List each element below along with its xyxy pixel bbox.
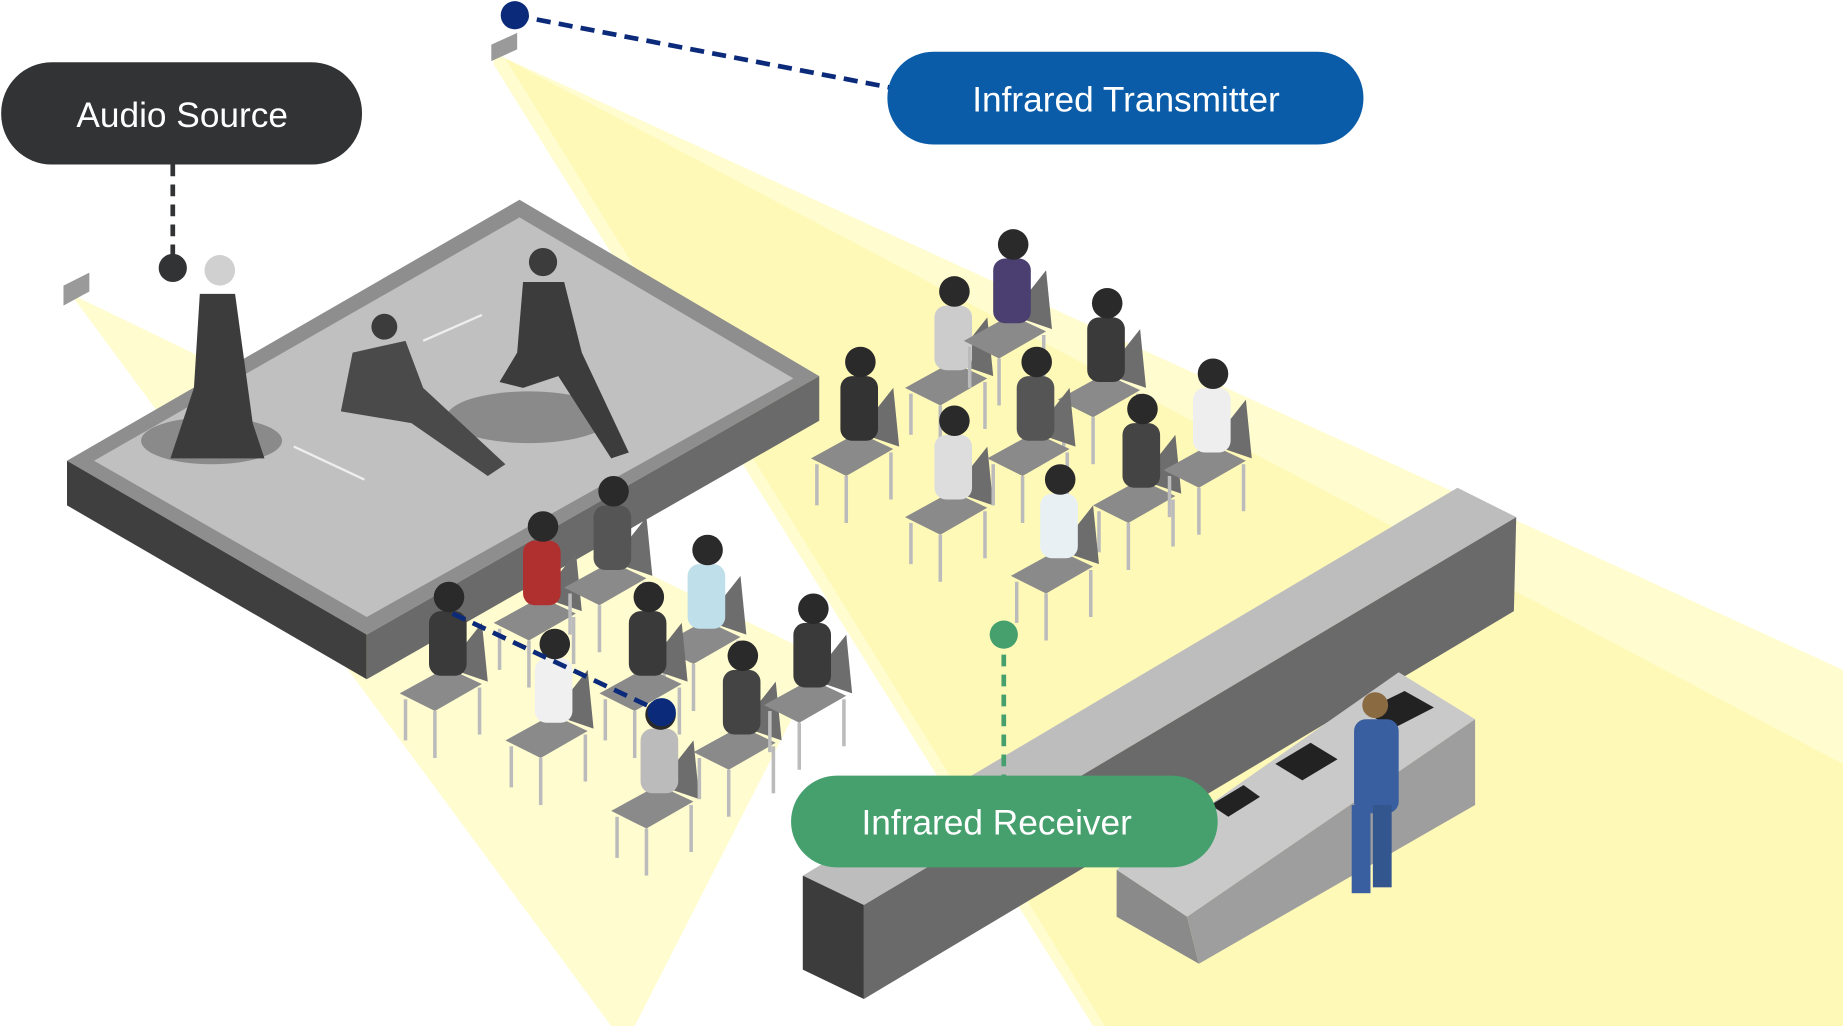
transmitter-dot [500,1,529,30]
operator-figure [1351,692,1399,894]
transmitter-emitter [491,32,518,62]
audience-member [1093,393,1182,570]
audience-member [1163,358,1252,535]
listener-dot [647,698,676,727]
audience-member [987,346,1076,523]
audience-member [763,593,853,770]
audio-source-label: Audio Source [1,62,363,165]
audience-member [963,229,1052,406]
audio-source-dot [158,253,187,283]
audience-member [905,405,994,582]
stage-emitter [63,272,90,306]
audience-member [658,534,747,712]
audience-member [1010,464,1099,641]
ir-receiver-text: Infrared Receiver [862,803,1133,842]
audience-member [399,581,488,759]
audience-member [811,346,900,523]
listener-connector [451,611,663,715]
audio-source-text: Audio Source [76,96,288,135]
ir-transmitter-label: Infrared Transmitter [887,51,1364,145]
audience-member [564,475,653,653]
actors [170,247,629,481]
audience-member [505,628,594,806]
ir-receiver-label: Infrared Receiver [791,775,1218,868]
receiver-unit [1210,785,1261,817]
audience [399,229,1252,876]
receiver-unit [1275,742,1338,781]
transmitter-connector [514,12,894,91]
ir-transmitter-text: Infrared Transmitter [972,81,1280,120]
audience-member [493,511,582,688]
audience-member [599,581,688,759]
receiver-dot [989,620,1018,649]
